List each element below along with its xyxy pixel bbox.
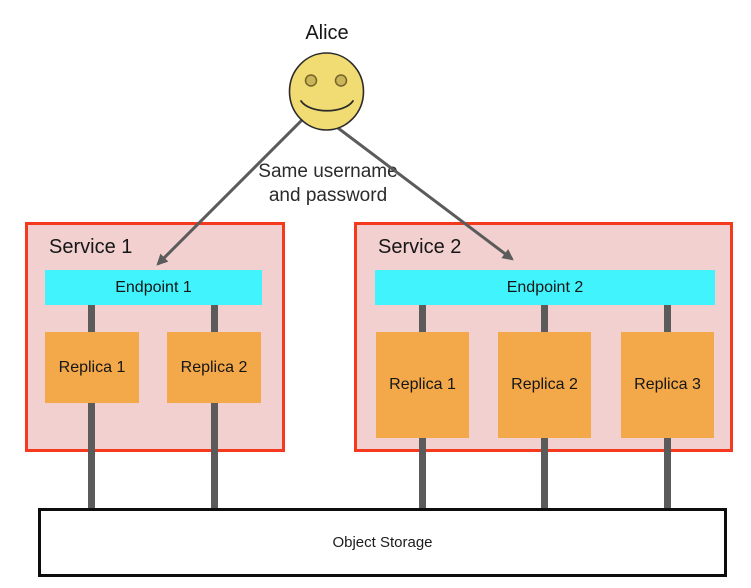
- service-1-replica-2: Replica 2: [167, 332, 261, 403]
- service-2-replica-1: Replica 1: [376, 332, 469, 438]
- connector-s1-replica-2: [211, 305, 218, 511]
- service-1-replica-1: Replica 1: [45, 332, 139, 403]
- face-head: [288, 52, 365, 131]
- object-storage-label: Object Storage: [332, 534, 433, 551]
- service-1-title: Service 1: [49, 236, 133, 258]
- object-storage-box: Object Storage: [38, 508, 727, 577]
- face-smile: [300, 100, 354, 112]
- user-face-icon: [288, 52, 365, 131]
- service-2-replica-3: Replica 3: [621, 332, 714, 438]
- service-2-replica-2: Replica 2: [498, 332, 591, 438]
- service-2-title: Service 2: [378, 236, 462, 258]
- face-right-eye: [334, 74, 348, 87]
- face-left-eye: [304, 74, 318, 87]
- service-1-endpoint: Endpoint 1: [45, 270, 262, 305]
- actor-label: Alice: [305, 22, 349, 44]
- credentials-note: Same username and password: [258, 161, 398, 206]
- service-2-endpoint: Endpoint 2: [375, 270, 715, 305]
- connector-s1-replica-1: [88, 305, 95, 511]
